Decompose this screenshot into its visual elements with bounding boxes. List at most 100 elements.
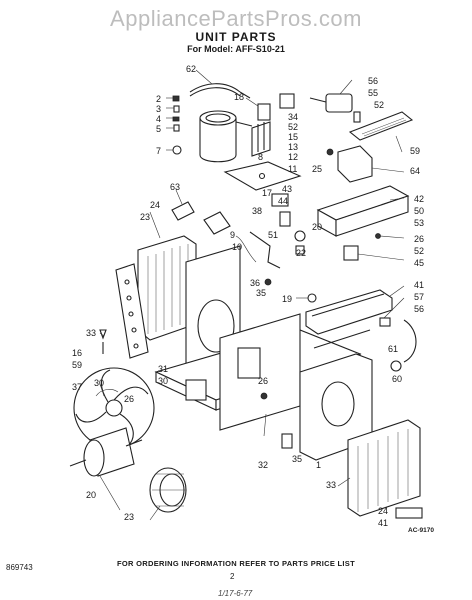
drain-pan[interactable] bbox=[305, 289, 393, 335]
heater-lead[interactable] bbox=[379, 317, 417, 372]
screw[interactable] bbox=[260, 392, 268, 400]
callout-34: 35 bbox=[256, 288, 266, 298]
callout-48: 44 bbox=[278, 196, 288, 206]
callout-15: 16 bbox=[72, 348, 82, 358]
screw-stack[interactable] bbox=[172, 95, 182, 155]
callout-16: 17 bbox=[262, 188, 272, 198]
callout-57: 59 bbox=[72, 360, 82, 370]
callout-53: 55 bbox=[368, 88, 378, 98]
callout-31: 33 bbox=[326, 480, 336, 490]
capacitor[interactable] bbox=[199, 110, 253, 163]
ordering-note: FOR ORDERING INFORMATION REFER TO PARTS … bbox=[117, 559, 355, 568]
callout-7: 7 bbox=[156, 146, 161, 156]
control-panel-strip[interactable] bbox=[348, 111, 414, 141]
callout-52-right: 52 bbox=[374, 100, 384, 110]
screw[interactable] bbox=[264, 278, 272, 286]
callout-26-left: 26 bbox=[124, 394, 134, 404]
callout-63: 61 bbox=[388, 344, 398, 354]
callout-49: 50 bbox=[414, 206, 424, 216]
page-title: UNIT PARTS bbox=[195, 30, 277, 44]
relay-cluster[interactable] bbox=[251, 93, 295, 157]
callout-9: 9 bbox=[230, 230, 235, 240]
callout-26-top: 25 bbox=[312, 164, 322, 174]
callout-6: 10 bbox=[232, 242, 242, 252]
callout-23: 23 bbox=[124, 512, 134, 522]
wire-harness[interactable] bbox=[189, 83, 251, 99]
control-knobs[interactable] bbox=[343, 233, 381, 261]
grommet[interactable] bbox=[307, 293, 317, 303]
callout-19: 20 bbox=[86, 490, 96, 500]
coil-end-plate[interactable] bbox=[115, 263, 149, 359]
model-label: For Model: AFF-S10-21 bbox=[187, 44, 285, 54]
callout-52-mid: 53 bbox=[414, 218, 424, 228]
callout-2: 2 bbox=[156, 94, 161, 104]
callout-62: 63 bbox=[170, 182, 180, 192]
callout-64: 64 bbox=[410, 166, 420, 176]
callout-30: 32 bbox=[258, 460, 268, 470]
fan-blade[interactable] bbox=[73, 367, 155, 449]
callout-8: 8 bbox=[258, 152, 263, 162]
page-number: 2 bbox=[230, 572, 235, 581]
control-box[interactable] bbox=[316, 185, 410, 237]
callout-56: 57 bbox=[414, 292, 424, 302]
callout-20: 20 bbox=[312, 222, 322, 232]
callout-45: 45 bbox=[414, 258, 424, 268]
callout-50: 51 bbox=[268, 230, 278, 240]
drain-tube[interactable] bbox=[171, 201, 195, 221]
callout-25: 24 bbox=[150, 200, 160, 210]
reference-number: 869743 bbox=[6, 563, 33, 572]
watermark: AppliancePartsPros.com bbox=[110, 6, 362, 31]
callout-10: 11 bbox=[288, 164, 297, 174]
callout-24: 24 bbox=[378, 506, 388, 516]
sensor-wire[interactable] bbox=[235, 235, 257, 263]
control-bracket[interactable] bbox=[337, 145, 373, 183]
callout-28: 30 bbox=[94, 378, 104, 388]
callout-1: 1 bbox=[316, 460, 321, 470]
callout-36: 37 bbox=[72, 382, 82, 392]
callout-22: 22 bbox=[296, 248, 306, 258]
callout-numbers: 62 2 3 4 5 7 8 18 34 52 15 13 12 11 56 5… bbox=[72, 64, 424, 528]
callout-leaders bbox=[99, 69, 405, 521]
callout-26-center: 26 bbox=[258, 376, 268, 386]
callout-33: 35 bbox=[292, 454, 302, 464]
selector-switch[interactable] bbox=[203, 193, 291, 235]
diagram-code: AC-9170 bbox=[408, 527, 435, 534]
callout-43: 43 bbox=[282, 184, 292, 194]
callout-37: 36 bbox=[250, 278, 260, 288]
callout-5: 5 bbox=[156, 124, 161, 134]
screw[interactable] bbox=[326, 148, 334, 156]
callout-17: 18 bbox=[234, 92, 244, 102]
callout-18: 19 bbox=[282, 294, 292, 304]
condenser-coil[interactable] bbox=[347, 419, 421, 517]
thermostat[interactable] bbox=[249, 230, 306, 269]
callout-55: 56 bbox=[414, 304, 424, 314]
spacer[interactable] bbox=[281, 433, 293, 449]
overload-switch[interactable] bbox=[309, 93, 361, 123]
callout-41: 41 bbox=[378, 518, 388, 528]
callout-11: 12 bbox=[288, 152, 298, 162]
callout-42: 41 bbox=[414, 280, 424, 290]
callout-54: 56 bbox=[368, 76, 378, 86]
callout-27: 30 bbox=[158, 376, 168, 386]
callout-60: 60 bbox=[392, 374, 402, 384]
handwritten-note: 1/17-6-77 bbox=[218, 589, 253, 598]
callout-29: 31 bbox=[158, 364, 168, 374]
callout-61: 62 bbox=[186, 64, 196, 74]
callout-26-mid: 26 bbox=[414, 234, 424, 244]
callout-44: 42 bbox=[414, 194, 424, 204]
callout-51: 52 bbox=[414, 246, 424, 256]
callout-38: 38 bbox=[252, 206, 262, 216]
motor-wire[interactable] bbox=[95, 389, 119, 397]
fan-motor[interactable] bbox=[69, 427, 143, 477]
callout-4: 4 bbox=[156, 114, 161, 124]
coil-bracket[interactable] bbox=[395, 507, 423, 519]
callout-52-top: 52 bbox=[288, 122, 298, 132]
capacitor-bracket[interactable] bbox=[223, 161, 302, 191]
callout-3: 3 bbox=[156, 104, 161, 114]
blower-wheel[interactable] bbox=[149, 467, 187, 513]
callout-12: 13 bbox=[288, 142, 298, 152]
callout-32: 34 bbox=[288, 112, 298, 122]
callout-21: 23 bbox=[140, 212, 150, 222]
callout-59: 59 bbox=[410, 146, 420, 156]
